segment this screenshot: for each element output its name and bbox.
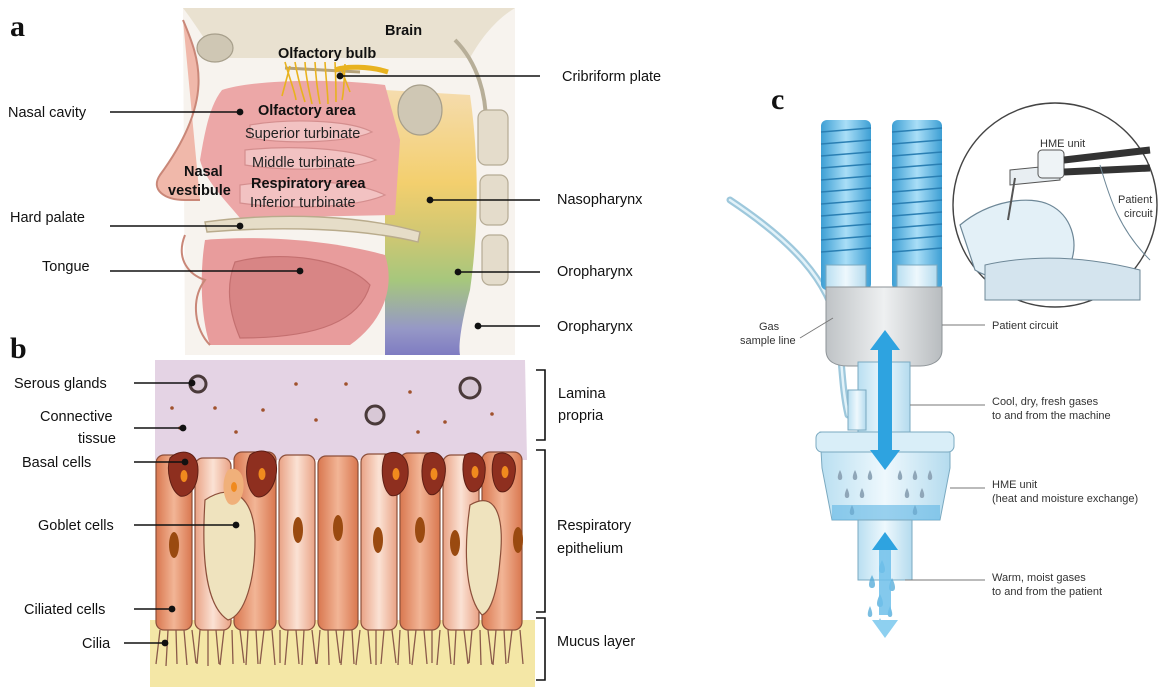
olfactory-bulb-label: Olfactory bulb	[278, 46, 376, 62]
gas-sample-line-label-line2: sample line	[740, 335, 796, 347]
cool-gases-label-line1: Cool, dry, fresh gases	[992, 396, 1099, 408]
hme-unit-inset-label: HME unit	[1040, 138, 1085, 150]
cool-gases-label-line2: to and from the machine	[992, 410, 1111, 422]
nasal-cavity-label: Nasal cavity	[8, 105, 87, 121]
respiratory-epithelium-label-line1: Respiratory	[557, 518, 632, 534]
nasopharynx-dot	[427, 197, 434, 204]
ciliated-cells-label: Ciliated cells	[24, 602, 105, 618]
gas-sample-line-label-line1: Gas	[759, 321, 780, 333]
goblet-cells-dot	[233, 522, 240, 529]
tongue-label: Tongue	[42, 259, 90, 275]
serous-glands-dot	[189, 380, 196, 387]
panel-c: c	[730, 83, 1157, 638]
panel-b-letter: b	[10, 332, 27, 365]
hard-palate-label: Hard palate	[10, 210, 85, 226]
oropharynx-label-2: Oropharynx	[557, 319, 634, 335]
patient-circuit-label: Patient circuit	[992, 320, 1058, 332]
hme-device-illustration	[730, 120, 954, 638]
connective-tissue-label-line2: tissue	[78, 431, 116, 447]
respiratory-epithelium-label-line2: epithelium	[557, 541, 623, 557]
lamina-propria-bracket	[536, 370, 545, 440]
epithelium-illustration	[150, 360, 535, 687]
panel-c-letter: c	[771, 83, 784, 116]
cilia-label: Cilia	[82, 636, 111, 652]
connective-tissue-dot	[180, 425, 187, 432]
hme-unit-label-line2: (heat and moisture exchange)	[992, 493, 1138, 505]
patient-circuit-inset-label-line2: circuit	[1124, 208, 1153, 220]
oropharynx-dot-2	[475, 323, 482, 330]
lamina-propria-label-line1: Lamina	[558, 386, 606, 402]
cribriform-plate-dot	[337, 73, 344, 80]
panel-a: a	[8, 8, 661, 355]
warm-gases-label-line1: Warm, moist gases	[992, 572, 1086, 584]
patient-circuit-inset-label-line1: Patient	[1118, 194, 1152, 206]
nasal-cavity-dot	[237, 109, 244, 116]
brain-label: Brain	[385, 23, 422, 39]
tongue-dot	[297, 268, 304, 275]
inferior-turbinate-label: Inferior turbinate	[250, 195, 356, 211]
basal-cells-dot	[182, 459, 189, 466]
goblet-cells-label: Goblet cells	[38, 518, 114, 534]
mucus-layer-label: Mucus layer	[557, 634, 635, 650]
cilia-dot	[162, 640, 169, 647]
connective-tissue-label-line1: Connective	[40, 409, 113, 425]
superior-turbinate-label: Superior turbinate	[245, 126, 360, 142]
warm-gases-label-line2: to and from the patient	[992, 586, 1102, 598]
respiratory-epithelium-bracket	[536, 450, 545, 612]
hme-unit-label-line1: HME unit	[992, 479, 1037, 491]
nasal-vestibule-label-line1: Nasal	[184, 164, 223, 180]
oropharynx-label-1: Oropharynx	[557, 264, 634, 280]
ciliated-cells-dot	[169, 606, 176, 613]
lamina-propria-label-line2: propria	[558, 408, 604, 424]
oropharynx-dot-1	[455, 269, 462, 276]
middle-turbinate-label: Middle turbinate	[252, 155, 355, 171]
cribriform-plate-label: Cribriform plate	[562, 69, 661, 85]
respiratory-area-label: Respiratory area	[251, 176, 366, 192]
panel-b: b	[10, 332, 635, 687]
basal-cells-label: Basal cells	[22, 455, 91, 471]
nasopharynx-label: Nasopharynx	[557, 192, 643, 208]
panel-a-letter: a	[10, 10, 25, 43]
nasal-vestibule-label-line2: vestibule	[168, 183, 231, 199]
serous-glands-label: Serous glands	[14, 376, 107, 392]
olfactory-area-label: Olfactory area	[258, 103, 356, 119]
mucus-layer-bracket	[536, 618, 545, 680]
hard-palate-dot	[237, 223, 244, 230]
